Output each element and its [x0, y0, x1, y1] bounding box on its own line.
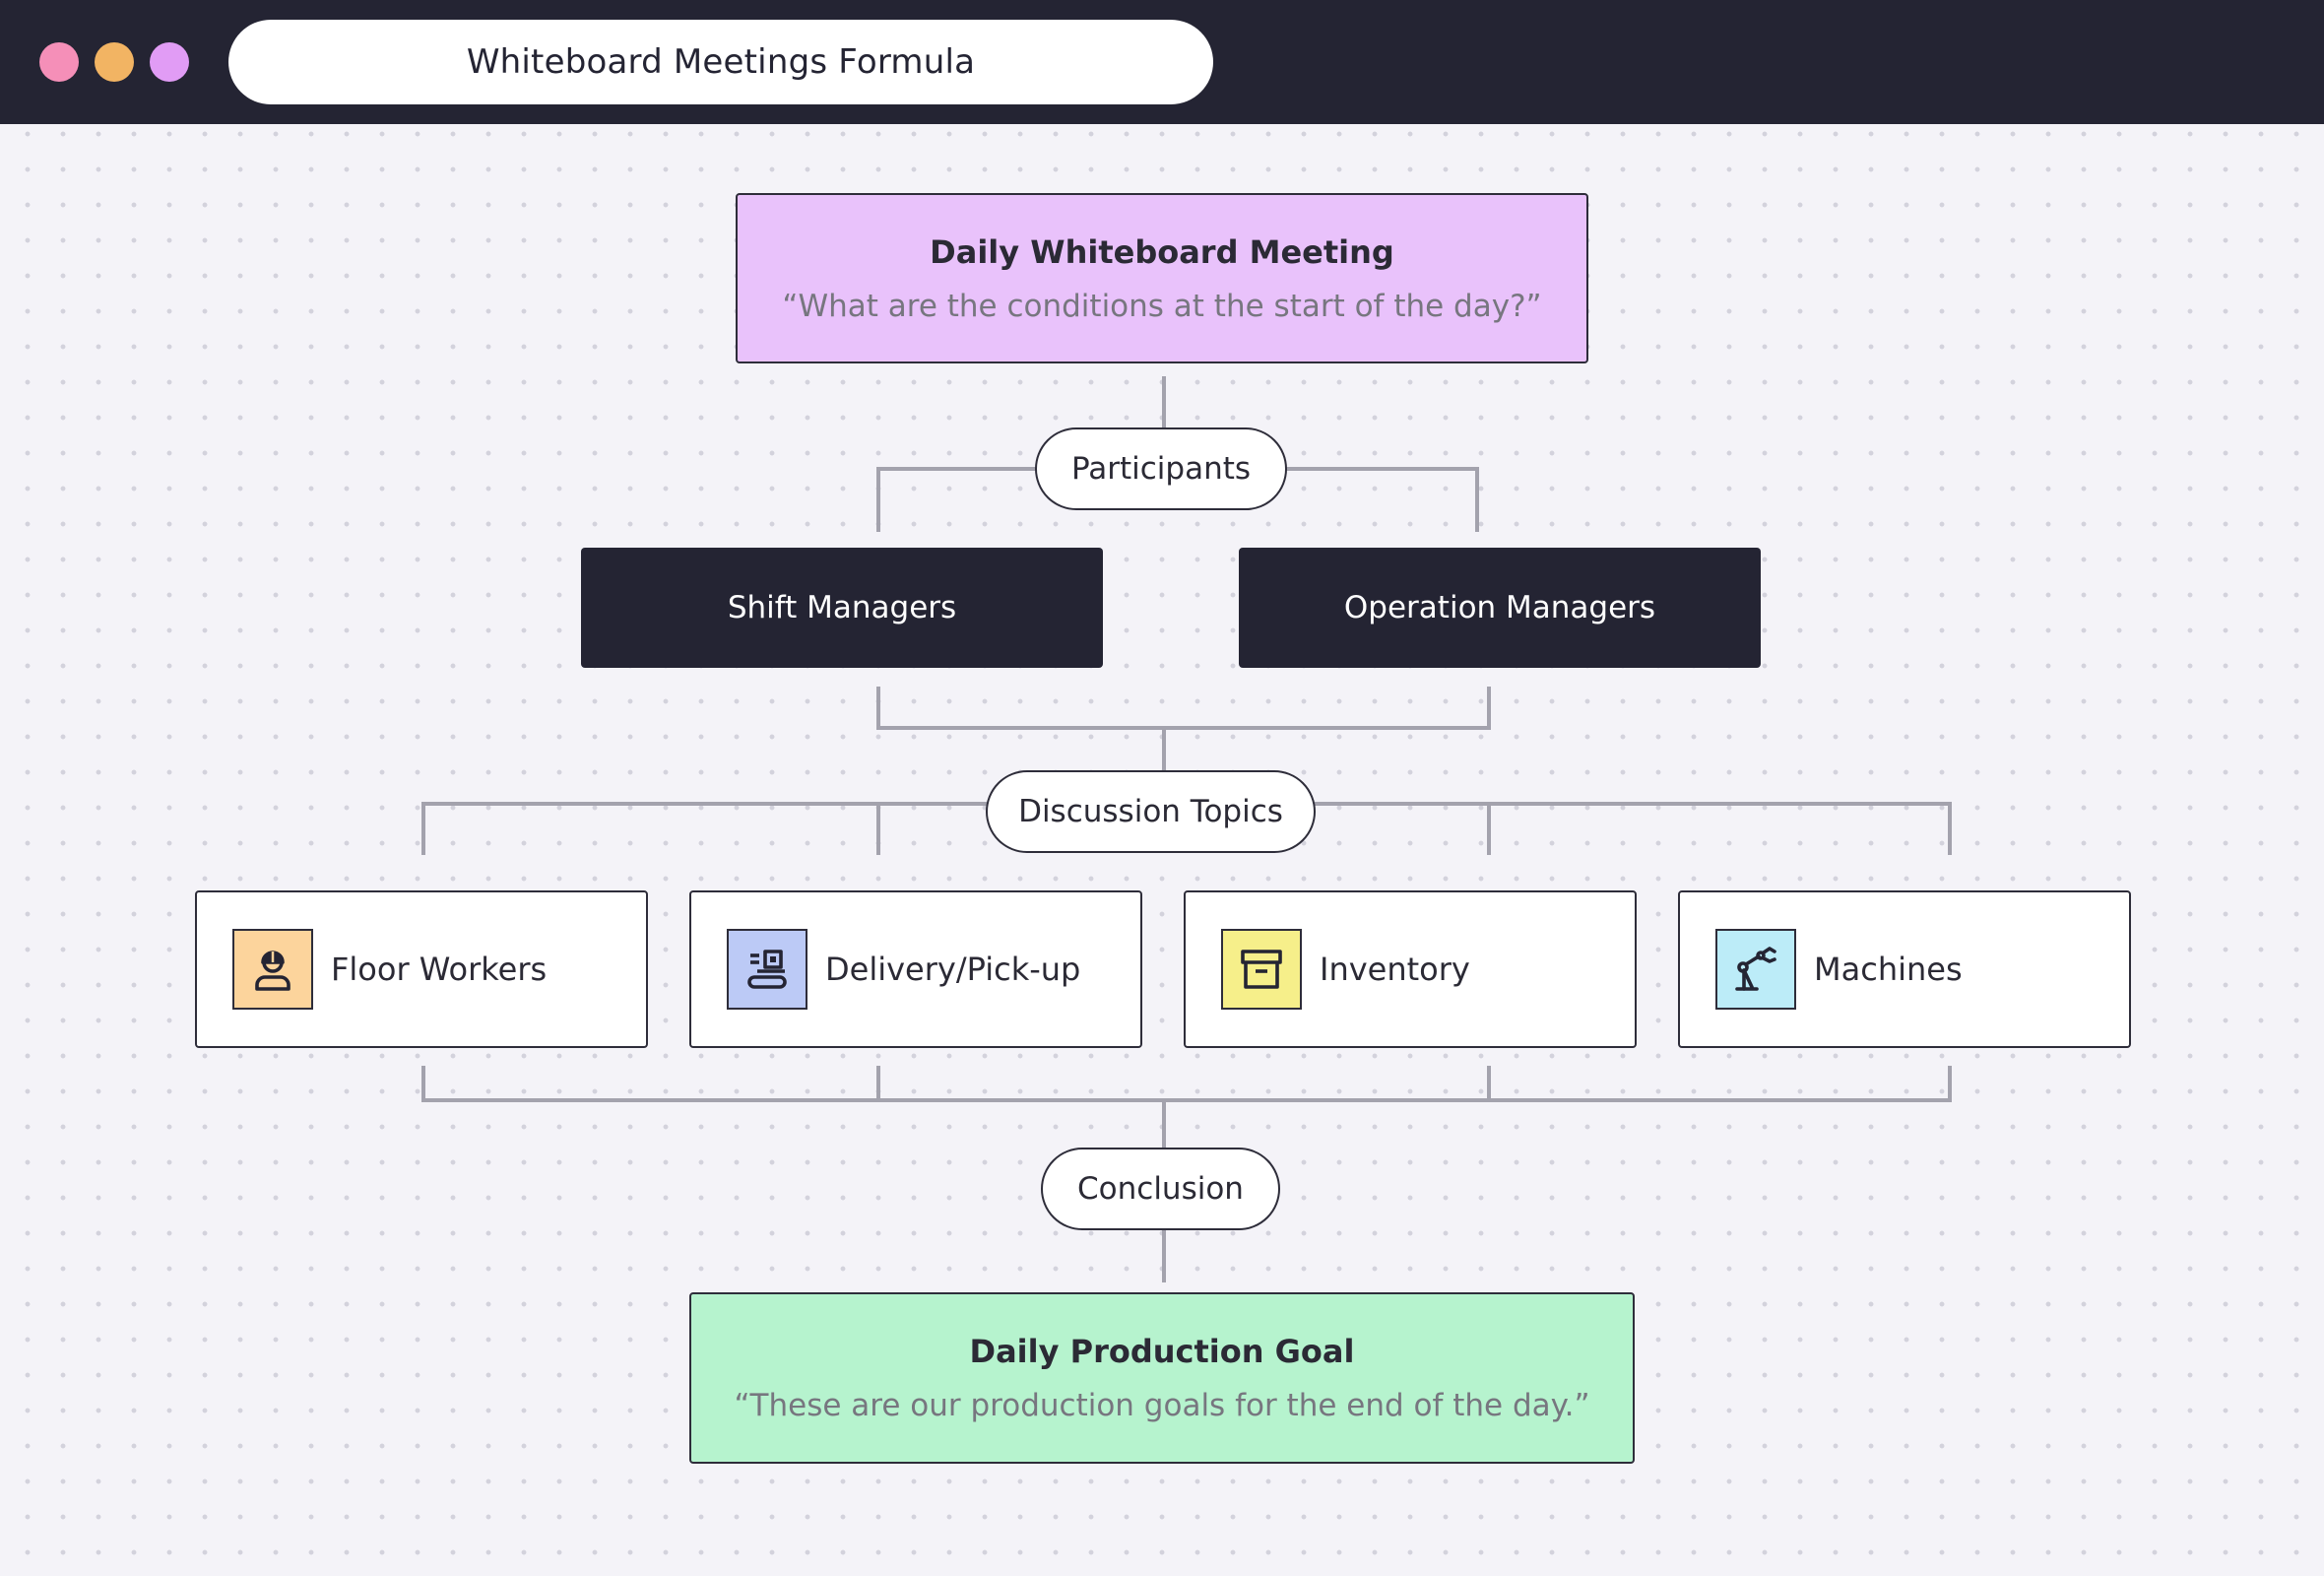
- start-title: Daily Whiteboard Meeting: [930, 232, 1394, 271]
- topic-label: Delivery/Pick-up: [825, 951, 1081, 988]
- shift-managers-box[interactable]: Shift Managers: [581, 548, 1103, 668]
- topic-delivery-pickup[interactable]: Delivery/Pick-up: [689, 890, 1142, 1048]
- start-subtitle: “What are the conditions at the start of…: [782, 288, 1542, 324]
- window-dot-orange[interactable]: [95, 42, 134, 82]
- conclusion-pill[interactable]: Conclusion: [1041, 1148, 1280, 1230]
- operation-managers-box[interactable]: Operation Managers: [1239, 548, 1761, 668]
- window-dot-purple[interactable]: [150, 42, 189, 82]
- delivery-icon: [727, 929, 807, 1010]
- topic-machines[interactable]: Machines: [1678, 890, 2131, 1048]
- daily-production-goal-box[interactable]: Daily Production Goal “These are our pro…: [689, 1292, 1635, 1464]
- participants-pill[interactable]: Participants: [1035, 427, 1287, 510]
- title-bar: Whiteboard Meetings Formula: [0, 0, 2324, 124]
- document-title[interactable]: Whiteboard Meetings Formula: [228, 20, 1213, 104]
- goal-subtitle: “These are our production goals for the …: [734, 1388, 1590, 1423]
- topic-label: Inventory: [1320, 951, 1470, 988]
- robot-arm-icon: [1715, 929, 1796, 1010]
- worker-icon: [232, 929, 313, 1010]
- topic-inventory[interactable]: Inventory: [1184, 890, 1637, 1048]
- discussion-topics-pill[interactable]: Discussion Topics: [986, 770, 1316, 853]
- daily-whiteboard-meeting-box[interactable]: Daily Whiteboard Meeting “What are the c…: [736, 193, 1588, 363]
- window-dot-pink[interactable]: [39, 42, 79, 82]
- archive-box-icon: [1221, 929, 1302, 1010]
- goal-title: Daily Production Goal: [969, 1333, 1355, 1370]
- topic-label: Floor Workers: [331, 951, 548, 988]
- topic-floor-workers[interactable]: Floor Workers: [195, 890, 648, 1048]
- topic-label: Machines: [1814, 951, 1963, 988]
